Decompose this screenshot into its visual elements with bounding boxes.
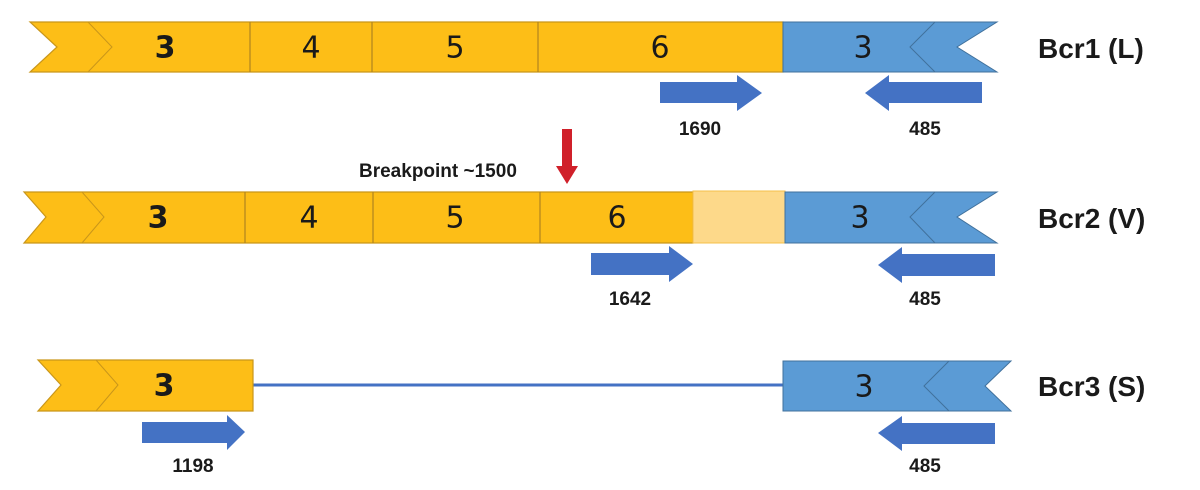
- chevron-line: [87, 21, 113, 73]
- breakpoint-arrow-icon: [556, 129, 578, 184]
- forward-primer-label: 1690: [679, 119, 721, 140]
- chevron-line: [81, 191, 105, 244]
- reverse-primer-arrow-icon: [878, 416, 995, 451]
- forward-primer-label: 1198: [172, 456, 213, 477]
- abl-block: [782, 21, 999, 73]
- forward-primer-arrow-icon: [660, 75, 762, 111]
- exon-label: 3: [154, 369, 175, 404]
- exon-label: 3: [854, 370, 873, 405]
- exon-label: 3: [148, 201, 169, 236]
- exon-label: 6: [650, 31, 669, 66]
- reverse-primer-label: 485: [909, 119, 941, 140]
- row-label: Bcr2 (V): [1038, 203, 1145, 234]
- deleted-region: [692, 190, 786, 244]
- reverse-primer-label: 485: [909, 289, 941, 310]
- abl-block: [784, 191, 999, 244]
- reverse-primer-label: 485: [909, 456, 941, 477]
- exon-label: 4: [299, 201, 318, 236]
- breakpoint-label: Breakpoint ~1500: [359, 161, 517, 182]
- reverse-primer-arrow-icon: [865, 75, 982, 111]
- row-label: Bcr1 (L): [1038, 33, 1144, 64]
- forward-primer-arrow-icon: [142, 415, 245, 450]
- exon-label: 3: [853, 31, 872, 66]
- abl-block: [782, 360, 1013, 412]
- bcr-block: [28, 21, 784, 73]
- exon-label: 5: [445, 201, 464, 236]
- row-bcr1: 3 4 5 6 3 1690 485 Bcr1 (L): [28, 21, 1144, 140]
- forward-primer-label: 1642: [609, 289, 651, 310]
- chevron-line: [909, 191, 936, 244]
- exon-label: 5: [445, 31, 464, 66]
- row-label: Bcr3 (S): [1038, 371, 1145, 402]
- chevron-line: [95, 359, 119, 412]
- exon-label: 3: [155, 31, 176, 66]
- row-bcr2: Breakpoint ~1500 3 4 5 6 3 1642 485 Bcr2…: [22, 129, 1145, 310]
- row-bcr3: 3 3 1198 485 Bcr3 (S): [36, 359, 1145, 477]
- exon-label: 3: [850, 201, 869, 236]
- bcr-block: [22, 191, 694, 244]
- bcr-block: [36, 359, 254, 412]
- chevron-line: [909, 21, 936, 73]
- exon-label: 6: [607, 201, 626, 236]
- chevron-line: [923, 360, 950, 412]
- forward-primer-arrow-icon: [591, 246, 693, 282]
- exon-label: 4: [301, 31, 320, 66]
- reverse-primer-arrow-icon: [878, 247, 995, 283]
